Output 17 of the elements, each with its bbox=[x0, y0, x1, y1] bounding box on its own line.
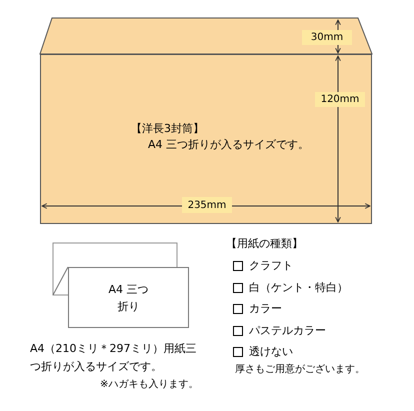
dimension-label: 120mm bbox=[315, 92, 365, 107]
note-text: ※ハガキも入ります。 bbox=[100, 378, 198, 392]
section-heading: 【用紙の種類】 bbox=[226, 236, 303, 252]
paper-type-option: 透けない bbox=[249, 344, 293, 360]
paper-type-option: パステルカラー bbox=[249, 322, 326, 339]
paper-type-option: クラフト bbox=[249, 258, 293, 274]
caption-text: A4（210ミリ＊297ミリ）用紙三つ折りが入るサイズです。 bbox=[30, 341, 198, 375]
note-text: 厚さもご用意がございます。 bbox=[235, 362, 365, 377]
dimension-label: 235mm bbox=[182, 197, 232, 213]
folded-paper bbox=[68, 267, 189, 328]
envelope-description: A4 三つ折りが入るサイズです。 bbox=[148, 137, 310, 153]
paper-type-option: 白（ケント・特白） bbox=[249, 280, 348, 296]
envelope-title: 【洋長3封筒】 bbox=[131, 121, 204, 137]
paper-label: A4 三つ折り bbox=[107, 282, 150, 314]
paper-type-option: カラー bbox=[249, 301, 282, 318]
envelope-body bbox=[40, 54, 372, 224]
dimension-label: 30mm bbox=[302, 30, 352, 45]
